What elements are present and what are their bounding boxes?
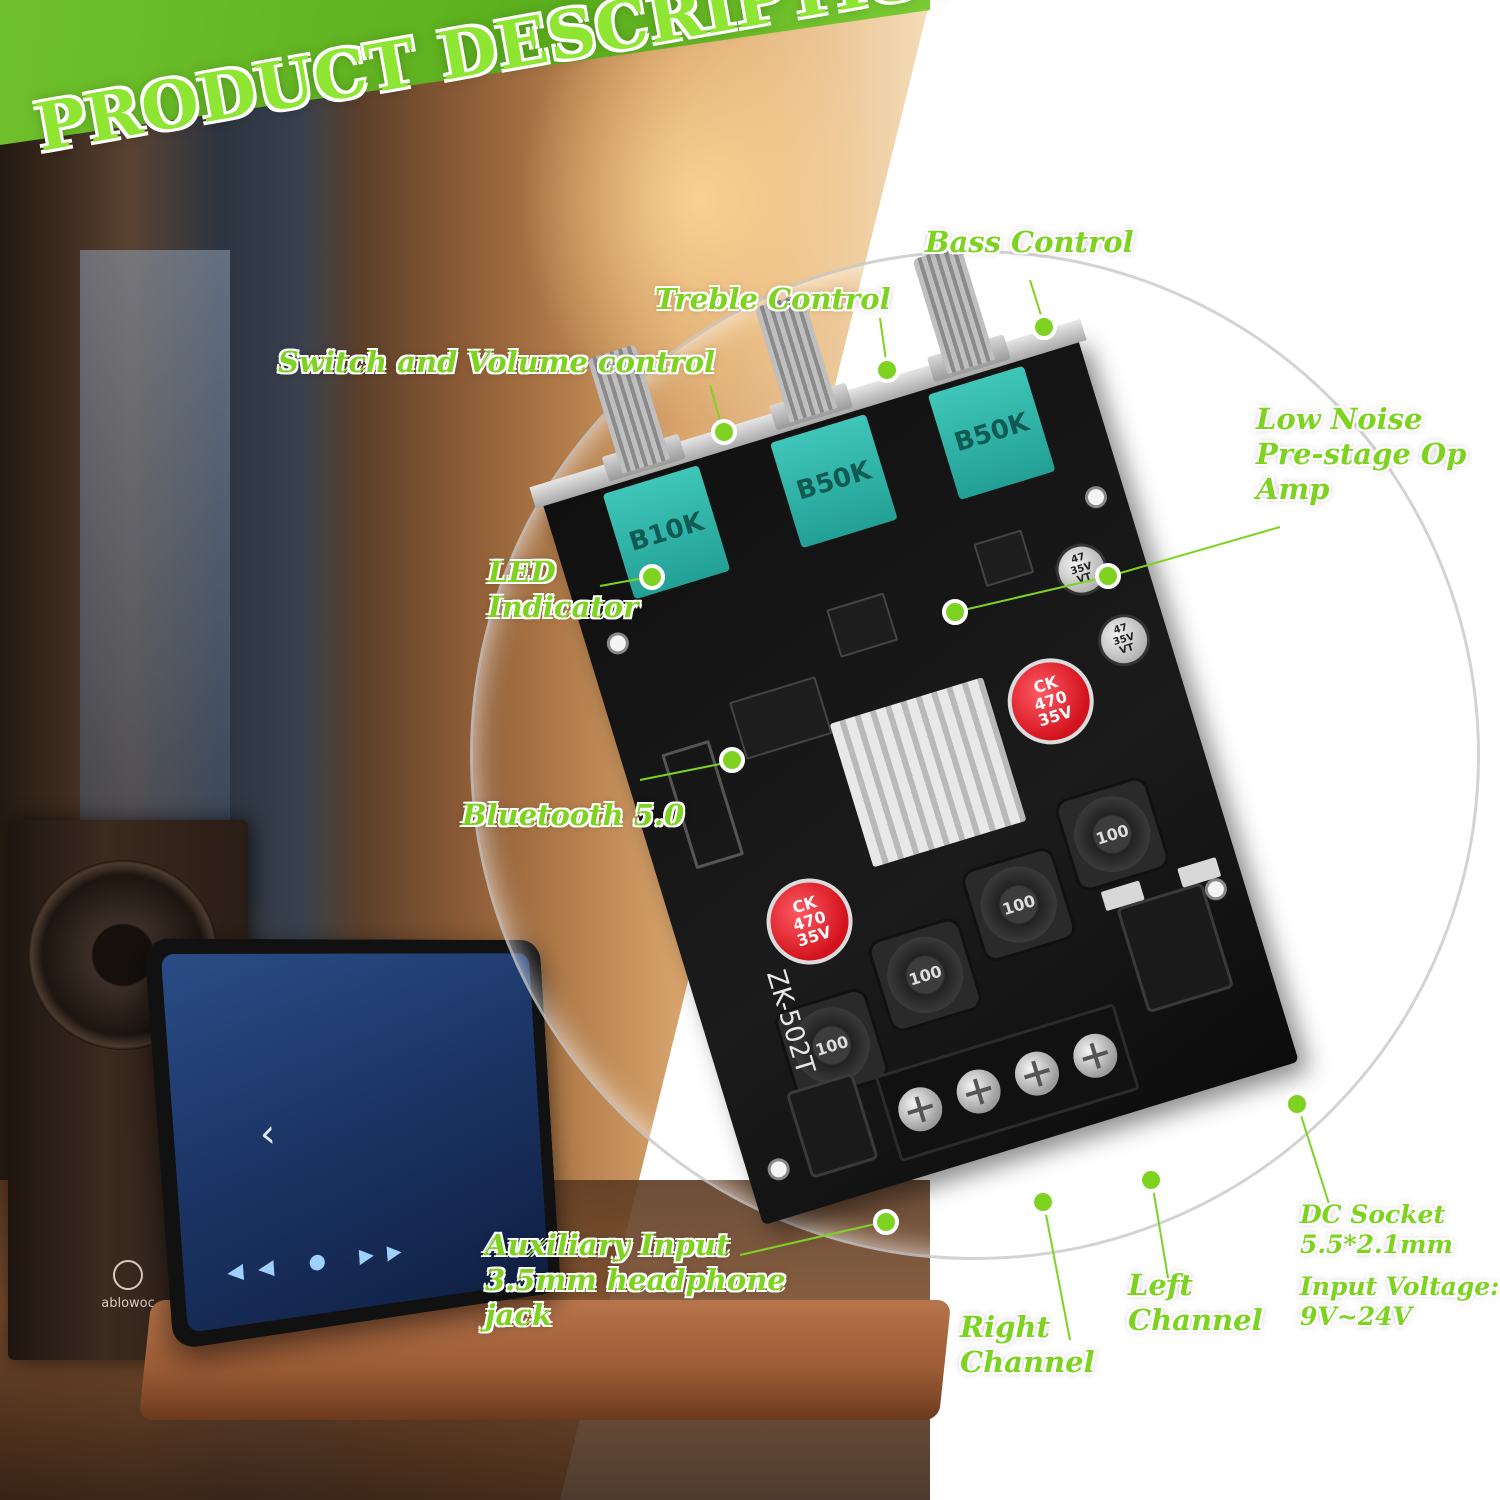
media-controls-icon: ◀◀ ● ▶▶ bbox=[226, 1237, 415, 1285]
label-low-noise: Low Noise Pre-stage Op Amp bbox=[1256, 402, 1466, 506]
mount-hole bbox=[1082, 483, 1110, 511]
label-line: Low Noise bbox=[1256, 402, 1423, 436]
bluetooth-chip bbox=[728, 676, 833, 760]
mount-hole bbox=[604, 629, 632, 658]
label-line: Auxiliary Input bbox=[485, 1228, 730, 1262]
inductor-label: 100 bbox=[971, 857, 1067, 953]
terminal-screw bbox=[892, 1081, 948, 1137]
label-line: Input Voltage: bbox=[1300, 1272, 1500, 1301]
label-line: Pre-stage Op bbox=[1256, 436, 1467, 471]
label-treble-control: Treble Control bbox=[655, 282, 891, 316]
label-line: Indicator bbox=[488, 589, 639, 624]
label-aux-input: Auxiliary Input 3.5mm headphone jack bbox=[485, 1228, 786, 1332]
opamp-chip bbox=[826, 592, 899, 658]
inductor: 100 bbox=[958, 844, 1079, 965]
label-line: Amp bbox=[1256, 471, 1330, 506]
highlight-circle bbox=[470, 250, 1480, 1260]
label-line: 9V~24V bbox=[1300, 1302, 1412, 1331]
label-bass-control: Bass Control bbox=[925, 225, 1134, 259]
label-line: Right bbox=[960, 1310, 1050, 1344]
label-line: LED bbox=[488, 555, 556, 589]
label-line: 5.5*2.1mm bbox=[1300, 1230, 1453, 1259]
label-led-indicator: LED Indicator bbox=[488, 555, 638, 625]
inductor-label: 100 bbox=[1064, 786, 1160, 882]
label-input-voltage: Input Voltage: 9V~24V bbox=[1300, 1272, 1499, 1332]
label-left-channel: Left Channel bbox=[1128, 1268, 1263, 1338]
terminal-screw bbox=[950, 1064, 1006, 1120]
label-line: Channel bbox=[960, 1344, 1095, 1379]
mount-hole bbox=[764, 1155, 793, 1184]
label-dc-socket: DC Socket 5.5*2.1mm bbox=[1300, 1200, 1453, 1260]
label-line: Left bbox=[1128, 1268, 1193, 1302]
label-line: Channel bbox=[1128, 1302, 1263, 1337]
heatsink bbox=[829, 677, 1027, 868]
label-line: jack bbox=[485, 1297, 553, 1332]
inductor: 100 bbox=[1052, 774, 1173, 895]
speaker-logo: ablowoc bbox=[68, 1260, 188, 1311]
terminal-screw bbox=[1067, 1028, 1123, 1084]
bass-pot: B50K bbox=[927, 365, 1056, 501]
label-switch-volume: Switch and Volume control bbox=[278, 345, 716, 379]
inductor: 100 bbox=[865, 915, 986, 1035]
treble-pot: B50K bbox=[769, 413, 898, 549]
label-line: 3.5mm headphone bbox=[485, 1262, 786, 1297]
power-ring-icon bbox=[113, 1260, 143, 1290]
label-right-channel: Right Channel bbox=[960, 1310, 1095, 1380]
speaker-brand: ablowoc bbox=[101, 1296, 155, 1311]
label-bluetooth: Bluetooth 5.0 bbox=[462, 798, 685, 832]
inductor-label: 100 bbox=[877, 927, 973, 1023]
aux-jack bbox=[785, 1072, 879, 1180]
label-line: DC Socket bbox=[1300, 1200, 1446, 1229]
terminal-screw bbox=[1009, 1046, 1064, 1102]
chevron-icon: ‹ bbox=[258, 1109, 277, 1157]
opamp-chip bbox=[973, 529, 1035, 588]
